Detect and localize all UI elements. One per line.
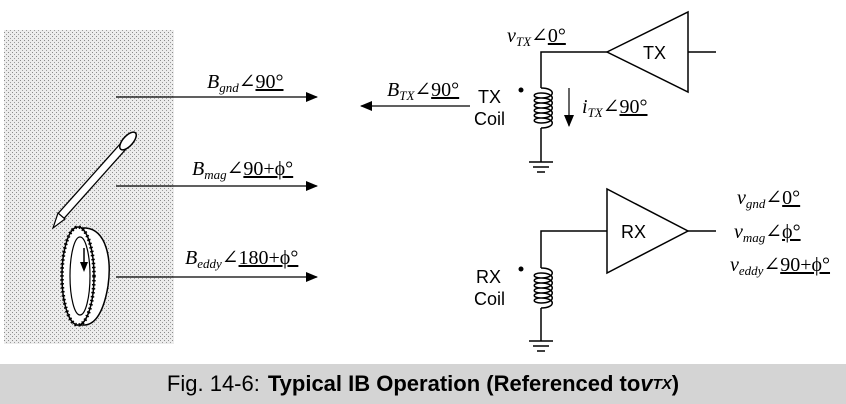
- tx-coil: [533, 87, 553, 129]
- tx-amplifier-label: TX: [643, 43, 666, 63]
- v-eddy-label: veddy∠90+ϕ°: [730, 254, 830, 278]
- rx-coil-label-line1: RX: [476, 267, 501, 287]
- rx-amplifier-label: RX: [621, 222, 646, 242]
- rx-circuit: RX: [518, 187, 716, 352]
- tx-ground-icon: [529, 161, 553, 173]
- rx-coil-polarity-dot: [518, 266, 524, 272]
- b-eddy-label: Beddy∠180+ϕ°: [185, 247, 298, 271]
- ib-operation-diagram: Bgnd∠90° Bmag∠90+ϕ° Beddy∠180+ϕ° BTX∠90°…: [4, 10, 830, 352]
- caption-suffix: ): [671, 371, 680, 396]
- tx-coil-label-line2: Coil: [474, 109, 505, 129]
- tx-coil-polarity-dot: [518, 87, 524, 93]
- b-gnd-label: Bgnd∠90°: [207, 71, 283, 95]
- caption-prefix: Fig. 14-6:: [166, 371, 260, 396]
- caption-var-sub: TX: [652, 375, 672, 393]
- nail-icon: [51, 131, 137, 230]
- rx-coil: [533, 267, 553, 309]
- caption-var: v: [640, 371, 653, 396]
- rx-amplifier: [606, 187, 690, 275]
- figure-caption: Fig. 14-6: Typical IB Operation (Referenc…: [0, 364, 846, 404]
- v-gnd-label: vgnd∠0°: [737, 187, 800, 211]
- i-tx-label: iTX∠90°: [582, 96, 648, 120]
- coin-icon: [60, 225, 110, 327]
- rx-ground-icon: [529, 340, 553, 352]
- tx-coil-label-line1: TX: [478, 87, 501, 107]
- tx-circuit: TX: [518, 10, 716, 173]
- caption-title: Typical IB Operation (Referenced to: [267, 371, 641, 396]
- v-tx-label: vTX∠0°: [507, 25, 566, 49]
- b-mag-label: Bmag∠90+ϕ°: [192, 158, 293, 182]
- rx-coil-label-line2: Coil: [474, 289, 505, 309]
- v-mag-label: vmag∠ϕ°: [734, 221, 801, 245]
- b-tx-label: BTX∠90°: [387, 79, 459, 103]
